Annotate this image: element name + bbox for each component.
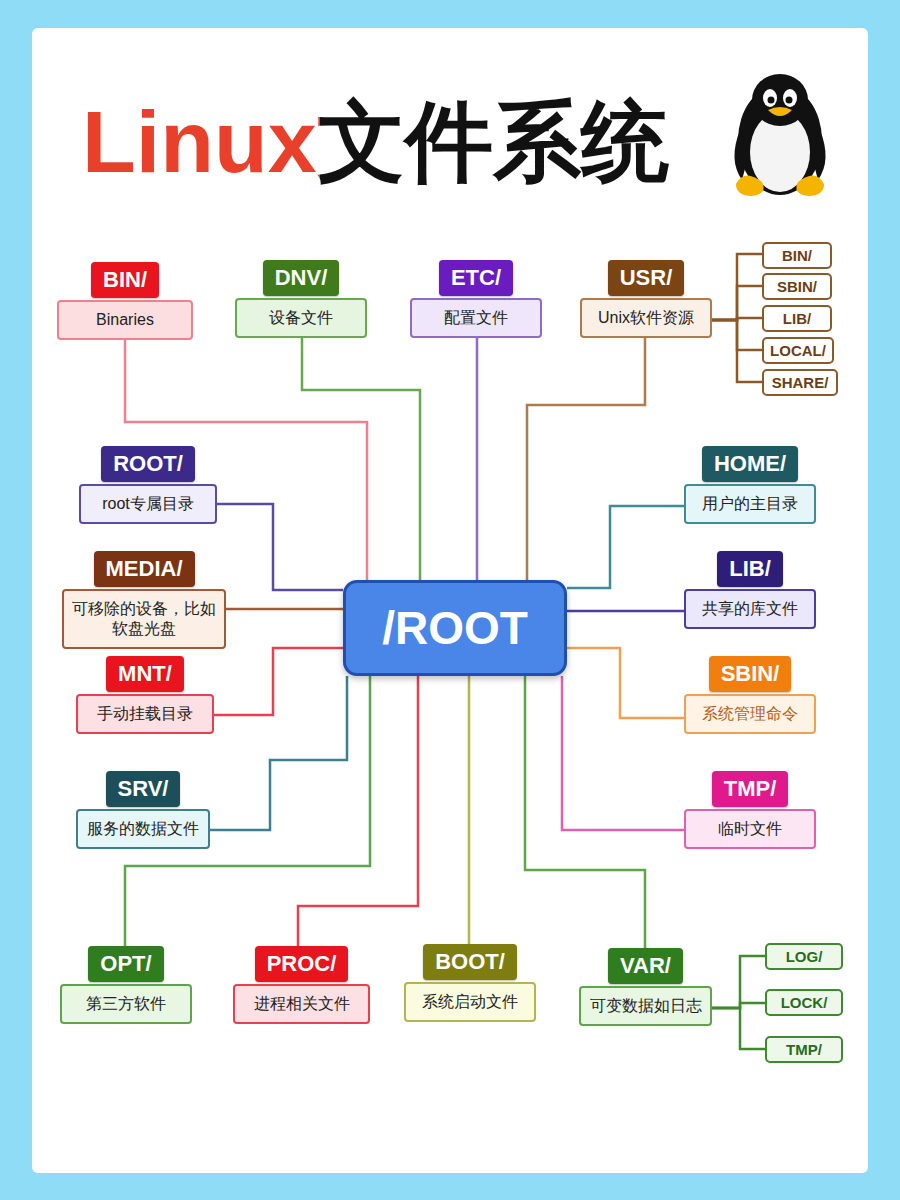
connector-line — [210, 676, 347, 830]
directory-node: DNV/设备文件 — [235, 260, 367, 338]
directory-description: 进程相关文件 — [233, 984, 370, 1024]
directory-description: 共享的库文件 — [684, 589, 816, 629]
directory-node: USR/Unix软件资源 — [580, 260, 712, 338]
directory-name: MNT/ — [106, 656, 184, 692]
connector-line — [712, 254, 762, 320]
subdir-label: LOG/ — [765, 943, 843, 970]
directory-name: DNV/ — [263, 260, 340, 296]
connector-line — [476, 338, 479, 580]
connector-line — [527, 338, 645, 580]
subdir-label: LIB/ — [762, 305, 832, 332]
directory-name: OPT/ — [88, 946, 163, 982]
directory-node: BOOT/系统启动文件 — [404, 944, 536, 1022]
subdir-box: BIN/ — [762, 242, 832, 269]
subdir-label: BIN/ — [762, 242, 832, 269]
directory-name: LIB/ — [717, 551, 783, 587]
subdir-box: SHARE/ — [762, 369, 838, 396]
connector-line — [712, 1008, 765, 1049]
directory-description: root专属目录 — [79, 484, 217, 524]
directory-node: OPT/第三方软件 — [60, 946, 192, 1024]
directory-node: LIB/共享的库文件 — [684, 551, 816, 629]
root-label: /ROOT — [382, 601, 528, 655]
directory-name: USR/ — [608, 260, 685, 296]
directory-description: 可移除的设备，比如软盘光盘 — [62, 589, 226, 649]
connector-line — [712, 956, 765, 1008]
connector-line — [298, 676, 418, 946]
directory-node: ETC/配置文件 — [410, 260, 542, 338]
connector-line — [226, 608, 343, 611]
subdir-label: TMP/ — [765, 1036, 843, 1063]
connector-line — [567, 610, 684, 613]
directory-node: SBIN/系统管理命令 — [684, 656, 816, 734]
connector-line — [302, 338, 420, 580]
directory-description: Binaries — [57, 300, 193, 340]
directory-node: VAR/可变数据如日志 — [579, 948, 712, 1026]
directory-name: SBIN/ — [709, 656, 792, 692]
card — [32, 28, 868, 1173]
subdir-box: LOG/ — [765, 943, 843, 970]
page-title: Linux文件系统 — [82, 94, 669, 191]
directory-description: 可变数据如日志 — [579, 986, 712, 1026]
directory-name: BIN/ — [91, 262, 159, 298]
connector-line — [468, 676, 471, 944]
penguin-icon — [734, 74, 825, 196]
directory-name: SRV/ — [106, 771, 181, 807]
directory-description: 服务的数据文件 — [76, 809, 210, 849]
directory-description: 系统管理命令 — [684, 694, 816, 734]
subdir-label: SBIN/ — [762, 273, 832, 300]
directory-node: PROC/进程相关文件 — [233, 946, 370, 1024]
directory-name: BOOT/ — [423, 944, 517, 980]
subdir-box: LIB/ — [762, 305, 832, 332]
directory-description: 手动挂载目录 — [76, 694, 214, 734]
subdir-box: LOCAL/ — [762, 337, 834, 364]
directory-description: 配置文件 — [410, 298, 542, 338]
subdir-label: LOCAL/ — [762, 337, 834, 364]
connector-line — [567, 506, 684, 588]
connector-line — [214, 648, 343, 715]
directory-node: TMP/临时文件 — [684, 771, 816, 849]
directory-node: HOME/用户的主目录 — [684, 446, 816, 524]
directory-name: MEDIA/ — [94, 551, 195, 587]
connector-line — [217, 504, 343, 590]
connector-line — [562, 676, 684, 830]
directory-name: PROC/ — [255, 946, 349, 982]
subdir-box: SBIN/ — [762, 273, 832, 300]
directory-node: MNT/手动挂载目录 — [76, 656, 214, 734]
connector-line — [525, 676, 645, 948]
directory-description: 设备文件 — [235, 298, 367, 338]
directory-node: SRV/服务的数据文件 — [76, 771, 210, 849]
directory-description: Unix软件资源 — [580, 298, 712, 338]
directory-description: 用户的主目录 — [684, 484, 816, 524]
directory-name: HOME/ — [702, 446, 798, 482]
connector-line — [712, 286, 762, 320]
directory-node: BIN/Binaries — [57, 262, 193, 340]
directory-name: ROOT/ — [101, 446, 195, 482]
root-node: /ROOT — [343, 580, 567, 676]
connector-line — [712, 320, 762, 382]
connector-line — [567, 648, 684, 718]
directory-description: 第三方软件 — [60, 984, 192, 1024]
directory-name: TMP/ — [712, 771, 789, 807]
subdir-label: SHARE/ — [762, 369, 838, 396]
directory-description: 系统启动文件 — [404, 982, 536, 1022]
subdir-box: TMP/ — [765, 1036, 843, 1063]
directory-description: 临时文件 — [684, 809, 816, 849]
directory-node: ROOT/root专属目录 — [79, 446, 217, 524]
directory-node: MEDIA/可移除的设备，比如软盘光盘 — [62, 551, 226, 649]
subdir-box: LOCK/ — [765, 989, 843, 1016]
subdir-label: LOCK/ — [765, 989, 843, 1016]
directory-name: ETC/ — [439, 260, 513, 296]
directory-name: VAR/ — [608, 948, 683, 984]
